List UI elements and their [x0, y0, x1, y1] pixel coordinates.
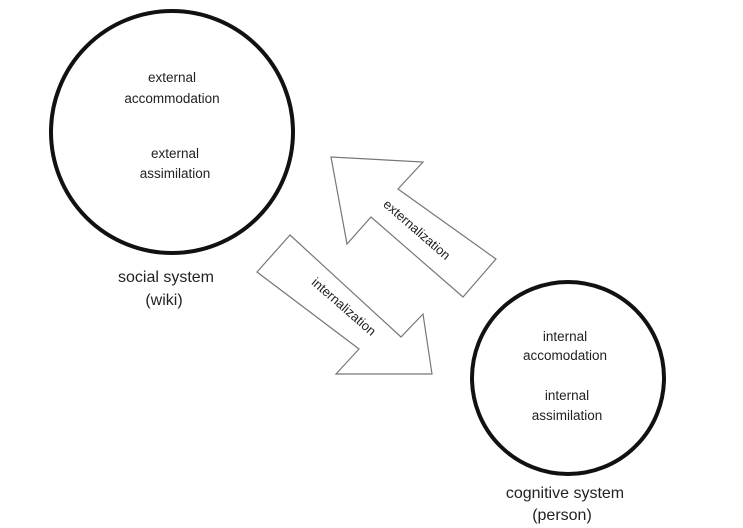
social-system-caption-line2: (wiki)	[145, 292, 182, 309]
cognitive-system-circle	[470, 280, 666, 476]
external-assimilation-label-line2: assimilation	[140, 166, 211, 181]
cognitive-system-caption-line2: (person)	[532, 507, 592, 524]
internal-assimilation-label-line1: internal	[545, 388, 589, 403]
social-system-caption-line1: social system	[118, 269, 214, 286]
externalization-arrow: externalization	[330, 156, 497, 298]
external-accommodation-label-line1: external	[148, 70, 196, 85]
social-system-circle	[49, 9, 295, 255]
internalization-arrow: internalization	[256, 234, 433, 375]
cognitive-system-caption-line1: cognitive system	[506, 485, 624, 502]
internalization-arrow-shape	[256, 234, 433, 375]
internal-assimilation-label-line2: assimilation	[532, 408, 603, 423]
cognitive-system-node: internal accomodation internal assimilat…	[470, 280, 666, 524]
internal-accomodation-label-line2: accomodation	[523, 348, 607, 363]
externalization-arrow-shape	[330, 156, 497, 298]
internal-accomodation-label-line1: internal	[543, 329, 587, 344]
social-system-node: external accommodation external assimila…	[49, 9, 295, 309]
external-assimilation-label-line1: external	[151, 146, 199, 161]
external-accommodation-label-line2: accommodation	[124, 91, 219, 106]
